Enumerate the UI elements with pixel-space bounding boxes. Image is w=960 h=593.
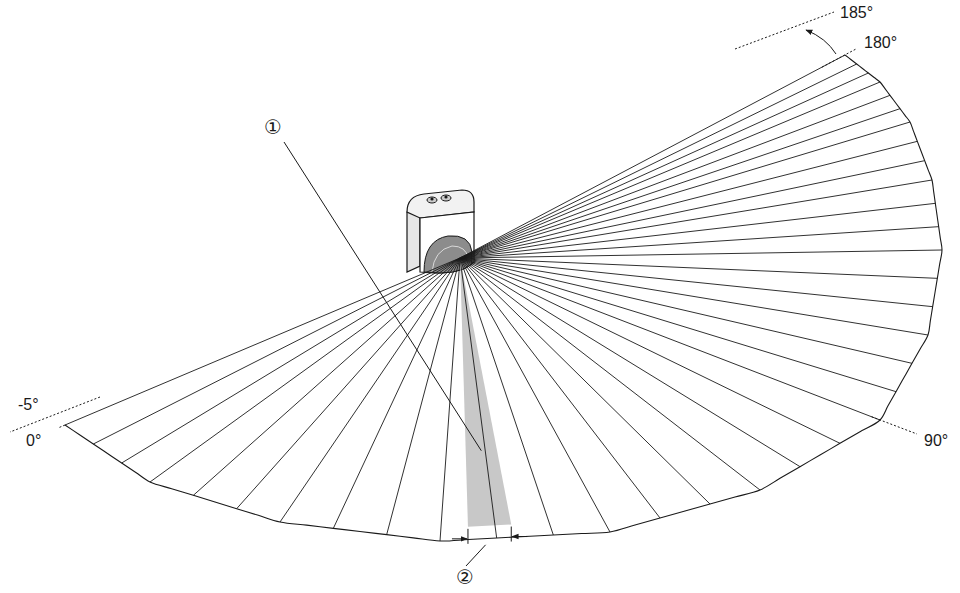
scan-ray [460, 161, 925, 258]
angle-label: 90° [922, 432, 950, 450]
scan-ray [460, 73, 868, 258]
scan-ray [460, 258, 610, 532]
scan-ray [387, 258, 460, 535]
leader-line [466, 545, 486, 566]
scan-ray [93, 258, 460, 444]
dimension-arrow [452, 538, 467, 539]
scan-ray [460, 82, 880, 258]
scan-rays [65, 55, 942, 541]
scan-ray [460, 258, 800, 467]
angle-marker-line [822, 49, 856, 67]
angle-markers [10, 12, 917, 434]
scan-ray [460, 258, 933, 307]
connector-plug [427, 197, 437, 203]
scan-ray [460, 258, 912, 363]
extension-line [467, 529, 468, 544]
scan-ray [460, 109, 900, 258]
scan-ray [333, 258, 460, 528]
scan-ray [460, 141, 917, 258]
scan-ray [460, 258, 896, 392]
scan-ray [150, 258, 460, 482]
scan-ray [460, 250, 942, 258]
scan-ray [193, 258, 460, 495]
scan-ray [460, 227, 939, 258]
angle-marker-line [58, 425, 65, 428]
angle-label: -5° [16, 396, 41, 414]
angle-label: 0° [24, 432, 43, 450]
scan-ray [460, 258, 928, 335]
scan-ray [460, 258, 553, 535]
scan-ray [460, 258, 937, 278]
sector-width-dimension [452, 527, 527, 544]
connector-pin [444, 195, 447, 198]
connector-plug [441, 195, 451, 201]
scan-ray [122, 258, 460, 463]
scan-ray [280, 258, 460, 522]
scan-ray [440, 258, 460, 541]
angle-marker-line [10, 397, 100, 432]
connector-pin [430, 197, 433, 200]
scan-ray [460, 180, 932, 258]
scan-ray [460, 95, 890, 258]
scan-ray [460, 55, 845, 258]
scan-ray [460, 258, 497, 538]
dimension-arrow [512, 536, 527, 537]
scan-ray [65, 258, 460, 425]
angle-label: 180° [862, 34, 899, 52]
angle-marker-line [872, 417, 917, 434]
scan-range-arc [65, 55, 942, 541]
leader-line [284, 142, 481, 451]
angle-label: 185° [838, 4, 875, 22]
angular-resolution-sector [460, 258, 511, 527]
extension-line [511, 527, 512, 542]
range-extension-arrow [806, 30, 836, 54]
scan-ray [460, 122, 910, 258]
scan-ray [460, 258, 710, 504]
angle-marker-line [735, 12, 834, 49]
callout-number: ① [263, 116, 283, 138]
leader-lines [284, 142, 486, 566]
callout-number: ② [455, 566, 475, 588]
scan-ray [460, 258, 840, 443]
scan-ray [460, 258, 880, 420]
scan-ray [460, 64, 857, 258]
